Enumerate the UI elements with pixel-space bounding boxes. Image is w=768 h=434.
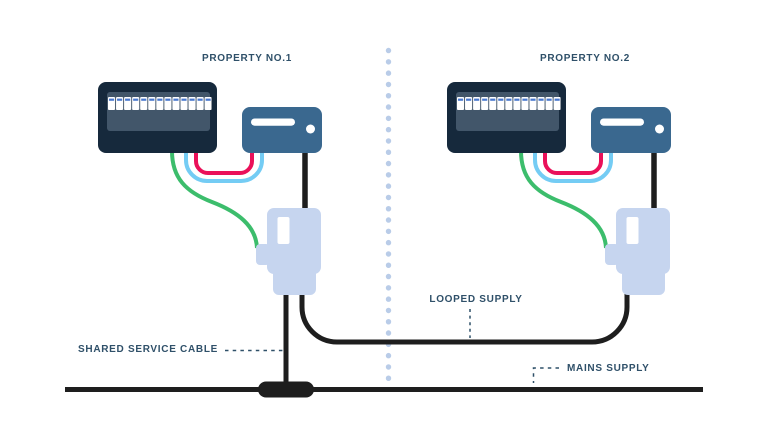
neutral-cable-blue xyxy=(533,151,613,183)
property-2-unit xyxy=(447,82,671,295)
service-head-window xyxy=(626,217,639,244)
neutral-cable-blue xyxy=(184,151,264,183)
meter-display xyxy=(600,118,644,126)
service-head-tab xyxy=(256,244,270,265)
service-head-window xyxy=(277,217,290,244)
junction-block xyxy=(258,381,314,398)
property-1-unit xyxy=(98,82,322,295)
live-cable-pink xyxy=(543,151,603,175)
property-2-label: PROPERTY NO.2 xyxy=(539,53,631,64)
service-head-tab xyxy=(605,244,619,265)
mains-supply-leader-line xyxy=(532,367,559,383)
shared-service-cable-label: SHARED SERVICE CABLE xyxy=(78,344,218,355)
meter-button xyxy=(655,124,664,134)
service-head-base xyxy=(273,250,316,295)
looped-supply-cable xyxy=(299,288,630,345)
live-cable-pink xyxy=(194,151,254,175)
mains-supply-label: MAINS SUPPLY xyxy=(567,363,650,374)
meter-button xyxy=(306,124,315,134)
service-head-base xyxy=(622,250,665,295)
looped-supply-label: LOOPED SUPPLY xyxy=(429,294,523,305)
breaker-row xyxy=(457,97,561,110)
breaker-row xyxy=(108,97,212,110)
meter-display xyxy=(251,118,295,126)
earth-cable-green xyxy=(519,150,608,249)
property-1-label: PROPERTY NO.1 xyxy=(201,53,293,64)
earth-cable-green xyxy=(170,150,259,249)
